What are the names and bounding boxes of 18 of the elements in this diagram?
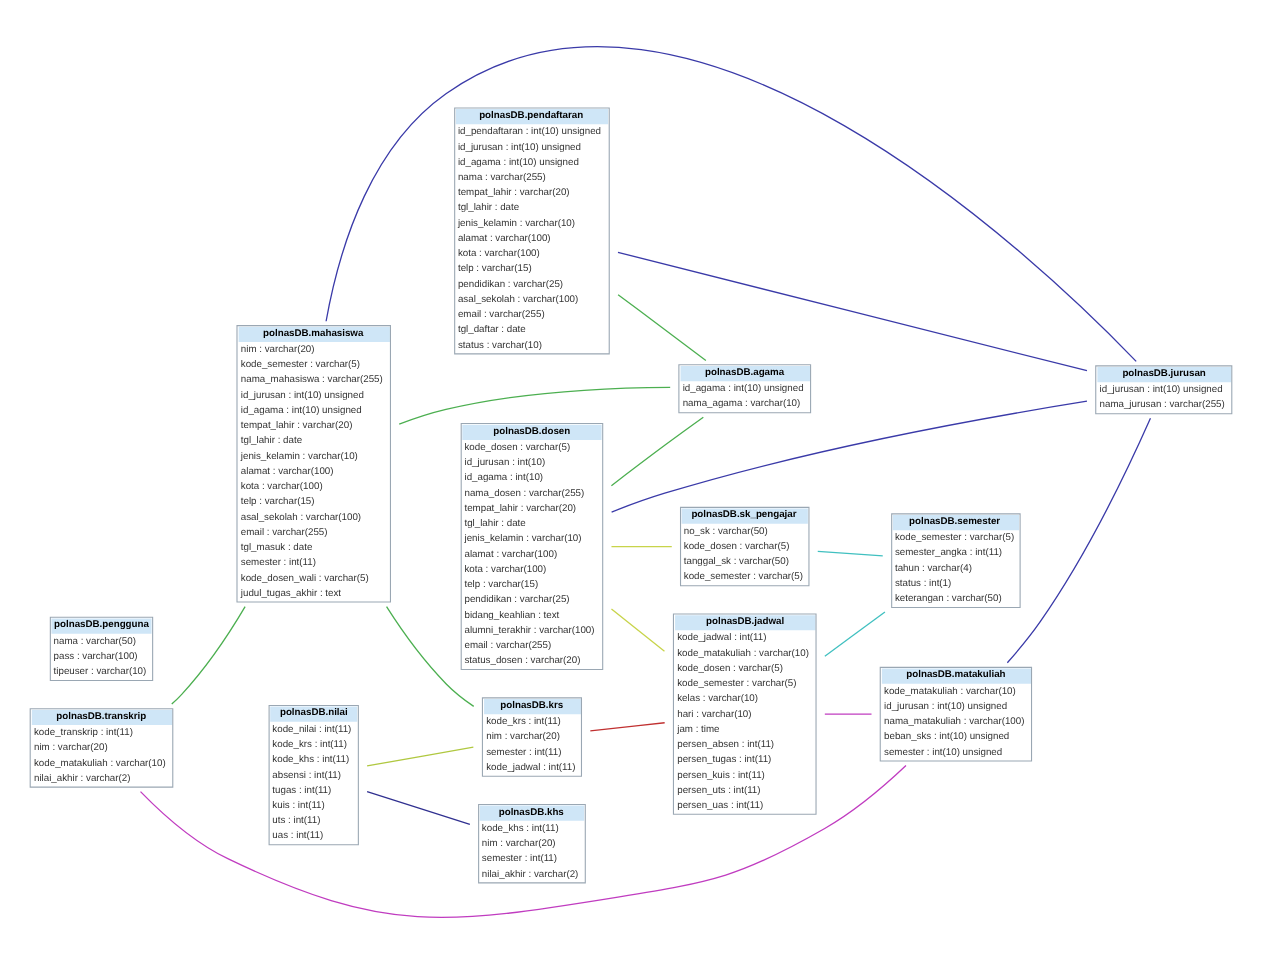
connector [617,251,1088,372]
connector [610,608,666,652]
connector [824,713,873,715]
connector [610,545,673,548]
connector [366,791,471,825]
connector [589,722,666,732]
connector [817,550,884,557]
connector [617,294,707,362]
connector [366,746,474,767]
connector [385,606,475,708]
connector [824,611,886,657]
connector [610,400,1088,513]
connector [610,416,704,487]
connector [325,46,1137,362]
connector [171,605,246,705]
connector [139,764,907,919]
connector [1006,417,1152,664]
connector [398,386,671,425]
